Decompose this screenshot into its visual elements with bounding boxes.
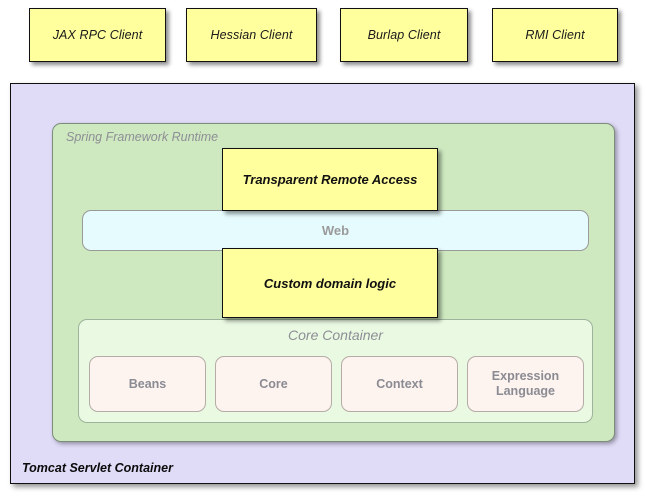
- core-module-context[interactable]: Context: [341, 356, 458, 412]
- client-box-label: RMI Client: [525, 28, 585, 42]
- web-layer-label: Web: [321, 223, 350, 238]
- transparent-remote-access-label: Transparent Remote Access: [242, 172, 418, 187]
- client-box-label: JAX RPC Client: [52, 28, 143, 42]
- transparent-remote-access-box[interactable]: Transparent Remote Access: [222, 148, 438, 211]
- core-module-core[interactable]: Core: [215, 356, 332, 412]
- core-container: Core Container Beans Core Context Expres…: [78, 319, 593, 423]
- client-box-label: Hessian Client: [210, 28, 293, 42]
- core-module-label: Core: [259, 376, 288, 391]
- core-container-label: Core Container: [288, 327, 383, 343]
- core-modules-row: Beans Core Context Expression Language: [89, 356, 584, 412]
- core-module-label: Expression Language: [491, 369, 560, 398]
- custom-domain-logic-box[interactable]: Custom domain logic: [222, 248, 438, 318]
- client-box-hessian[interactable]: Hessian Client: [186, 8, 317, 62]
- web-layer: Web: [82, 210, 589, 251]
- core-module-label: Beans: [128, 376, 167, 391]
- tomcat-servlet-container: Spring Framework Runtime Web Core Contai…: [10, 83, 635, 484]
- client-box-burlap[interactable]: Burlap Client: [340, 8, 468, 62]
- core-module-expression-language[interactable]: Expression Language: [467, 356, 584, 412]
- client-box-rmi[interactable]: RMI Client: [492, 8, 618, 62]
- tomcat-servlet-container-label: Tomcat Servlet Container: [22, 461, 173, 475]
- spring-framework-runtime-label: Spring Framework Runtime: [66, 130, 219, 144]
- core-module-label: Context: [376, 376, 423, 391]
- client-box-jax-rpc[interactable]: JAX RPC Client: [29, 8, 166, 62]
- core-module-beans[interactable]: Beans: [89, 356, 206, 412]
- client-box-label: Burlap Client: [367, 28, 441, 42]
- custom-domain-logic-label: Custom domain logic: [263, 275, 397, 291]
